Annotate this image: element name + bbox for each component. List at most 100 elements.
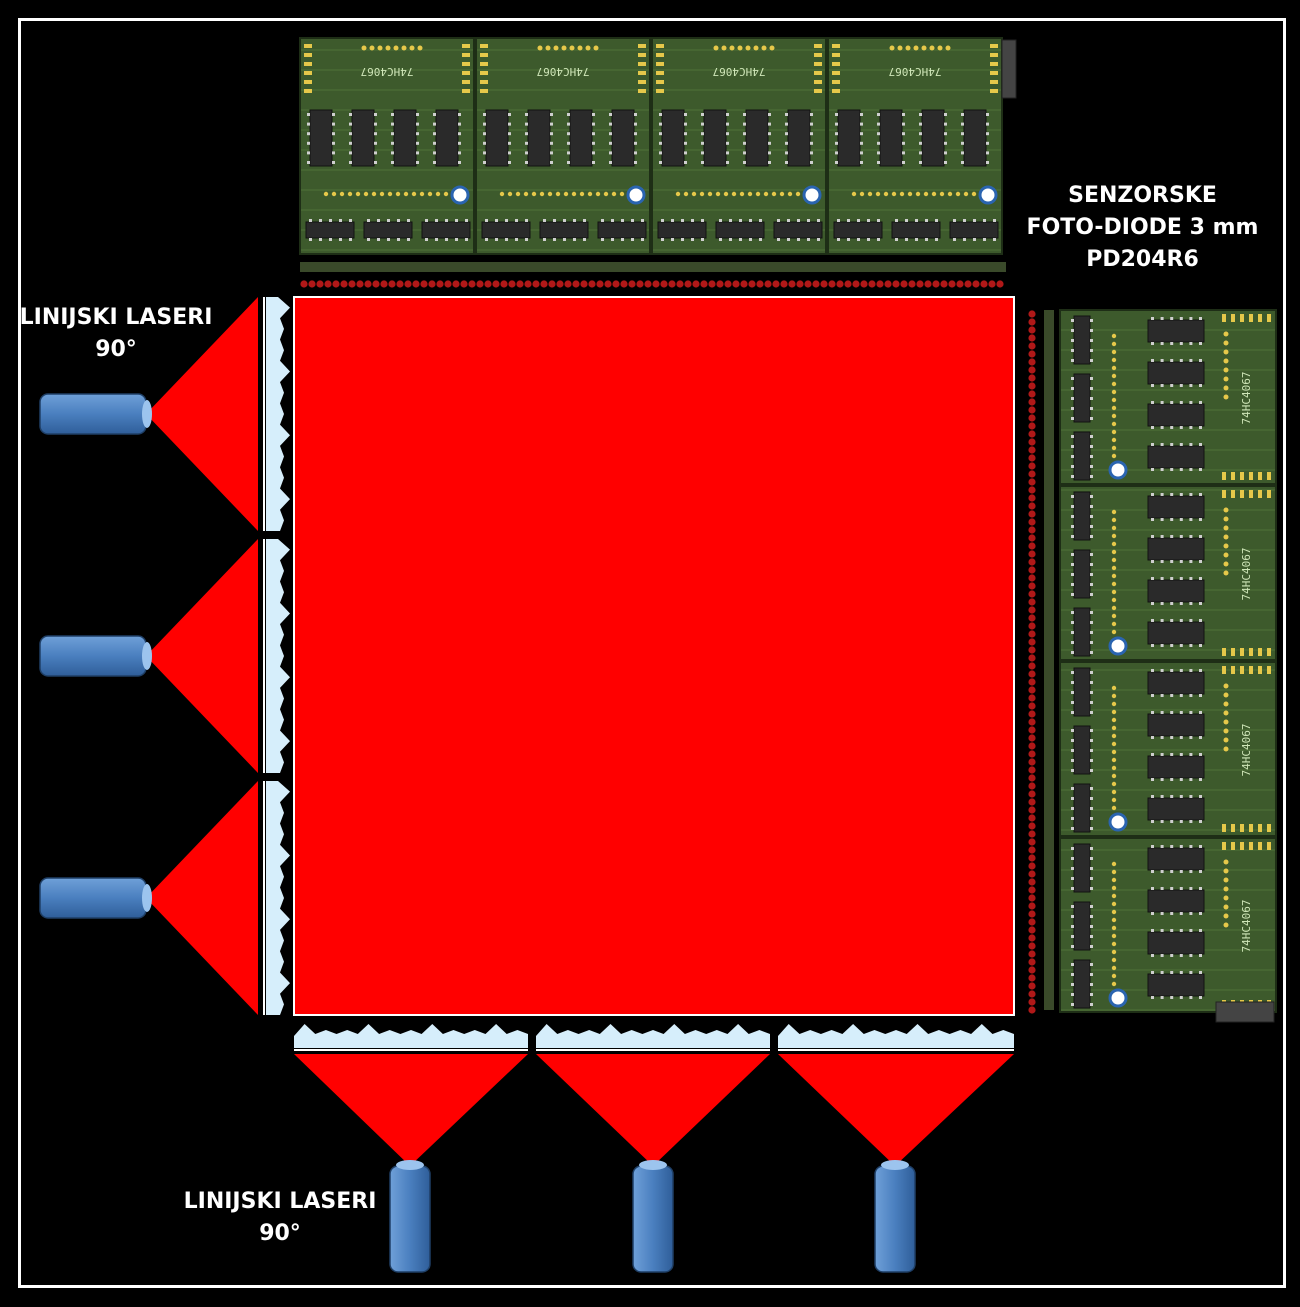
side-pin: [304, 62, 312, 66]
header-pin: [945, 45, 951, 51]
photodiode: [1028, 758, 1036, 766]
ic-chip: [1071, 607, 1093, 657]
bottom-laser-2: [536, 1024, 770, 1273]
ic-chip: [877, 109, 905, 167]
pin-pad: [619, 191, 625, 197]
photodiode: [492, 280, 500, 288]
header-pin: [1223, 886, 1229, 892]
photodiode: [1028, 478, 1036, 486]
header-pin: [1223, 331, 1229, 337]
header-pin: [1223, 895, 1229, 901]
photodiode: [1028, 878, 1036, 886]
header-pin: [761, 45, 767, 51]
side-pin: [480, 89, 488, 93]
header-pin: [577, 45, 583, 51]
side-pin: [1231, 490, 1235, 498]
mux-ic-label: 74HC4067: [361, 65, 414, 78]
photodiode: [796, 280, 804, 288]
side-pin: [462, 71, 470, 75]
header-pin: [1223, 340, 1229, 346]
left-lasers-label-line2: 90°: [95, 337, 137, 362]
photodiode: [876, 280, 884, 288]
ic-chip: [307, 109, 335, 167]
pin-pad: [1111, 349, 1117, 355]
photodiode: [756, 280, 764, 288]
pin-pad: [435, 191, 441, 197]
bottom-lasers-label-line1: LINIJSKI LASERI: [183, 1189, 377, 1214]
photodiode: [1028, 734, 1036, 742]
photodiode: [932, 280, 940, 288]
pin-pad: [1111, 805, 1117, 811]
header-pin: [1223, 701, 1229, 707]
side-pin: [814, 62, 822, 66]
side-pin: [832, 89, 840, 93]
ic-chip: [949, 219, 999, 241]
photodiode: [532, 280, 540, 288]
pin-pad: [1111, 717, 1117, 723]
photodiode: [860, 280, 868, 288]
pin-pad: [779, 191, 785, 197]
photodiode: [1028, 862, 1036, 870]
side-pin: [1222, 490, 1226, 498]
pin-pad: [1111, 765, 1117, 771]
photodiode: [484, 280, 492, 288]
side-pin: [304, 44, 312, 48]
side-pin: [1231, 666, 1235, 674]
photodiode: [404, 280, 412, 288]
header-pin: [1223, 367, 1229, 373]
side-pin: [1231, 472, 1235, 480]
photodiode: [956, 280, 964, 288]
ic-chip: [1147, 619, 1205, 647]
laser-body: [389, 1165, 431, 1273]
pin-pad: [1111, 605, 1117, 611]
photodiode: [1028, 374, 1036, 382]
ic-chip: [1147, 887, 1205, 915]
photodiode: [1028, 382, 1036, 390]
capacitor: [1108, 460, 1128, 480]
side-pin: [832, 71, 840, 75]
photodiode: [900, 280, 908, 288]
side-pin: [990, 71, 998, 75]
ic-chip: [1071, 667, 1093, 717]
ic-chip: [1071, 431, 1093, 481]
photodiode: [1028, 454, 1036, 462]
side-pin: [1249, 472, 1253, 480]
ic-chip: [597, 219, 647, 241]
pin-pad: [355, 191, 361, 197]
side-pin: [1249, 842, 1253, 850]
header-pin: [713, 45, 719, 51]
photodiode: [812, 280, 820, 288]
side-pin: [480, 44, 488, 48]
photodiode: [308, 280, 316, 288]
pin-pad: [771, 191, 777, 197]
photodiode: [1028, 470, 1036, 478]
side-pin: [1240, 490, 1244, 498]
header-pin: [545, 45, 551, 51]
photodiode: [460, 280, 468, 288]
photodiode: [1028, 326, 1036, 334]
pin-pad: [611, 191, 617, 197]
photodiode: [420, 280, 428, 288]
photodiode: [468, 280, 476, 288]
side-pin: [1258, 648, 1262, 656]
laser-beam: [146, 539, 258, 773]
side-pin: [638, 44, 646, 48]
photodiode: [348, 280, 356, 288]
side-pin: [1240, 842, 1244, 850]
ic-chip: [1071, 843, 1093, 893]
detection-field: [293, 296, 1015, 1016]
side-pin: [656, 71, 664, 75]
photodiode: [1028, 342, 1036, 350]
pin-pad: [1111, 397, 1117, 403]
pin-pad: [387, 191, 393, 197]
photodiode: [444, 280, 452, 288]
pin-pad: [1111, 557, 1117, 563]
side-pin: [1258, 472, 1262, 480]
photodiode: [1028, 438, 1036, 446]
photodiode: [1028, 654, 1036, 662]
header-pin: [745, 45, 751, 51]
side-pin: [814, 89, 822, 93]
side-pin: [1258, 842, 1262, 850]
